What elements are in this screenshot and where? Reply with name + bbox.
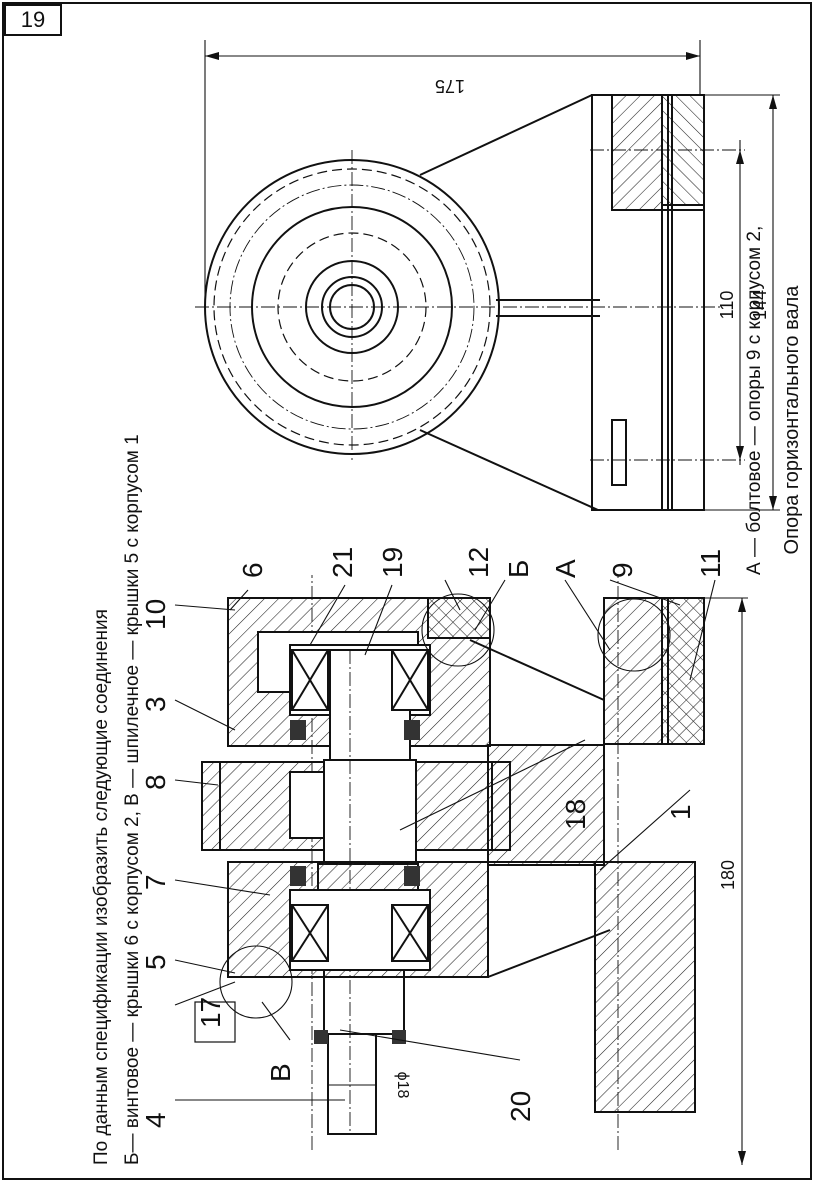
label-19: 19 xyxy=(377,547,408,578)
part-labels: 4 17 5 7 8 3 10 6 21 19 12 Б А 9 11 В 20… xyxy=(140,547,726,1128)
label-20: 20 xyxy=(505,1091,536,1122)
page-number: 19 xyxy=(4,4,62,36)
label-9: 9 xyxy=(607,562,638,578)
label-11: 11 xyxy=(695,549,726,578)
section-view: 180 ϕ18 xyxy=(201,575,748,1165)
task-line-2: А — болтовое — опоры 9 с корпусом 2, xyxy=(744,226,765,575)
label-V: В xyxy=(265,1063,296,1082)
dim-shaft-diameter: ϕ18 xyxy=(394,1072,411,1099)
label-10: 10 xyxy=(140,599,171,630)
label-4: 4 xyxy=(140,1112,171,1128)
label-B-cyr: Б xyxy=(503,560,534,578)
drawing-title: Опора горизонтального вала xyxy=(781,285,803,555)
label-12: 12 xyxy=(463,547,494,578)
label-3: 3 xyxy=(140,696,171,712)
label-A: А xyxy=(550,559,581,578)
label-21: 21 xyxy=(327,547,358,578)
label-6: 6 xyxy=(237,562,268,578)
dim-bolt-spacing: 110 xyxy=(717,291,737,320)
dim-base-width: 144 xyxy=(750,290,770,320)
label-7: 7 xyxy=(140,874,171,890)
leader-lines xyxy=(174,579,716,1101)
task-line-3: Б— винтовое — крышки 6 с корпусом 2, В —… xyxy=(122,434,143,1165)
label-18: 18 xyxy=(560,799,591,830)
label-5: 5 xyxy=(140,954,171,970)
label-8: 8 xyxy=(140,774,171,790)
side-view: 175 110 xyxy=(195,40,780,511)
label-1: 1 xyxy=(665,804,696,820)
dim-overall-length: 180 xyxy=(718,860,738,890)
dim-overall-height: 175 xyxy=(435,76,465,96)
task-line-1: По данным спецификации изобразить следую… xyxy=(91,609,112,1165)
